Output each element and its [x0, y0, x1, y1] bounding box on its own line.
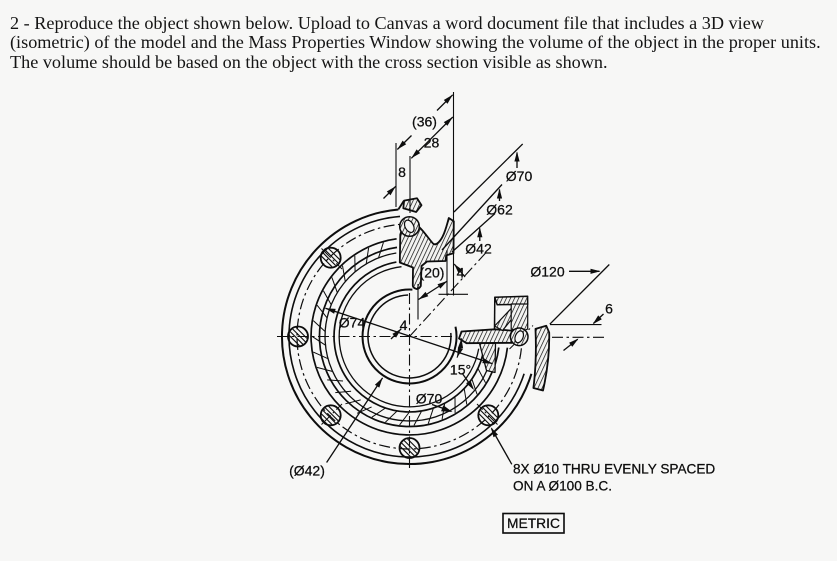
svg-text:4: 4	[400, 317, 408, 333]
svg-text:6: 6	[605, 301, 613, 317]
svg-text:15°: 15°	[450, 362, 471, 378]
svg-text:Ø42: Ø42	[465, 241, 492, 257]
svg-text:4: 4	[457, 265, 465, 281]
svg-text:ON A Ø100 B.C.: ON A Ø100 B.C.	[513, 479, 612, 494]
svg-text:Ø120: Ø120	[530, 264, 564, 280]
svg-text:(36): (36)	[412, 114, 437, 130]
svg-text:Ø74: Ø74	[339, 315, 366, 331]
svg-text:(20): (20)	[420, 265, 445, 281]
svg-text:Ø70: Ø70	[506, 168, 533, 184]
svg-text:Ø62: Ø62	[486, 202, 513, 218]
svg-text:(Ø42): (Ø42)	[289, 463, 325, 479]
svg-text:8: 8	[398, 164, 406, 180]
svg-text:Ø70: Ø70	[416, 391, 443, 407]
svg-text:8X Ø10 THRU EVENLY SPACED: 8X Ø10 THRU EVENLY SPACED	[513, 462, 715, 477]
svg-text:28: 28	[424, 135, 440, 151]
svg-text:METRIC: METRIC	[507, 516, 560, 531]
